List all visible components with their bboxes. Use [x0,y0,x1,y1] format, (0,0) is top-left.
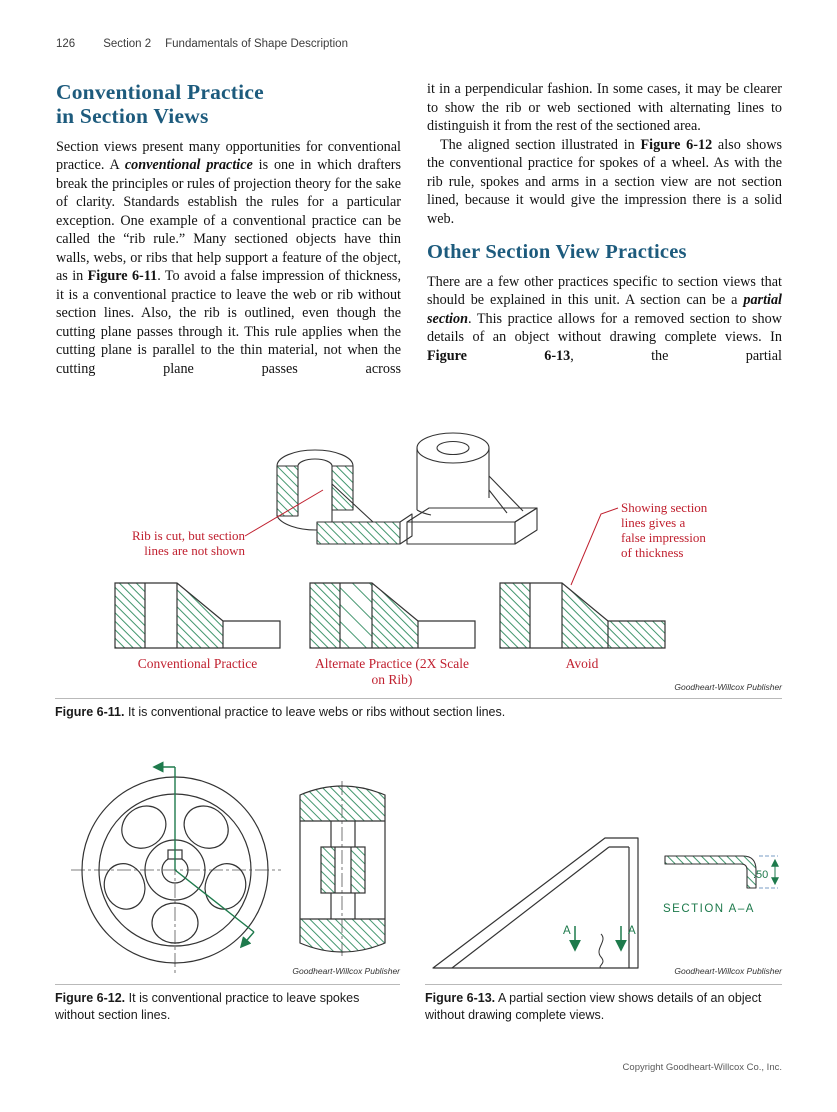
section-a-a-detail [664,855,757,889]
cutting-plane-line [152,761,255,949]
cutting-plane-arrows [569,926,627,952]
dimension-extension-lines [759,855,778,889]
paragraph-conventional-2: it in a perpendicular fashion. In some c… [427,81,782,135]
label-avoid: Avoid [565,656,599,671]
heading-line-2: in Section Views [56,104,209,129]
page-number: 126 [56,38,76,50]
figure-6-11-drawing [114,432,666,649]
copyright-notice: Copyright Goodheart-Willcox Co., Inc. [622,1062,782,1073]
figure-6-12-drawing [71,761,386,973]
section-label: Section 2 [103,38,152,50]
label-alternate-practice: Alternate Practice (2X Scale on Rib) [314,656,470,688]
figure-6-11: Rib is cut, but section lines are not sh… [55,418,782,696]
partial-section-object [432,837,639,969]
wheel-section-view [299,785,386,953]
label-conventional-practice: Conventional Practice [137,656,258,671]
arrow-label-a-right: A [628,925,636,937]
paragraph-conventional-1: Section views present many opportunities… [56,138,402,377]
heading-other-practices: Other Section View Practices [427,241,687,264]
right-column: it in a perpendicular fashion. In some c… [427,80,782,378]
paragraph-aligned-section: The aligned section illustrated in Figur… [427,136,783,227]
figure-6-13: A A .50 SECTION A–A [425,830,782,987]
running-head: 126 Section 2 Fundamentals of Shape Descri… [56,38,348,50]
heading-line-1: Conventional Practice [56,80,264,104]
section-view-avoid [499,582,666,649]
figure-6-11-caption: Figure 6-11. It is conventional practice… [55,698,782,721]
arrow-label-a-left: A [563,925,571,937]
publisher-credit: Goodheart-Willcox Publisher [674,682,782,692]
figure-6-12 [55,745,400,988]
spoke-windows [103,805,247,944]
publisher-credit: Goodheart-Willcox Publisher [674,966,782,976]
figure-6-13-drawing: A A .50 SECTION A–A [432,837,779,969]
publisher-credit: Goodheart-Willcox Publisher [292,966,400,976]
pictorial-full-view [406,432,538,545]
pictorial-cut-view [276,449,413,545]
annotation-rib-note: Rib is cut, but section lines are not sh… [131,528,245,559]
paragraph-other-practices: There are a few other practices specific… [427,273,782,364]
figure-6-12-caption: Figure 6-12. It is conventional practice… [55,984,400,1024]
dimension-value: .50 [753,869,768,881]
leader-line-rib-note [244,489,324,537]
section-label: SECTION A–A [663,903,755,915]
figure-6-13-caption: Figure 6-13. A partial section view show… [425,984,782,1024]
annotation-avoid-note: Showing section lines gives a false impr… [621,500,708,561]
section-view-conventional [114,582,281,649]
leader-line-avoid-note [570,507,619,586]
section-view-alternate [309,582,476,649]
section-title: Fundamentals of Shape Description [165,38,348,50]
